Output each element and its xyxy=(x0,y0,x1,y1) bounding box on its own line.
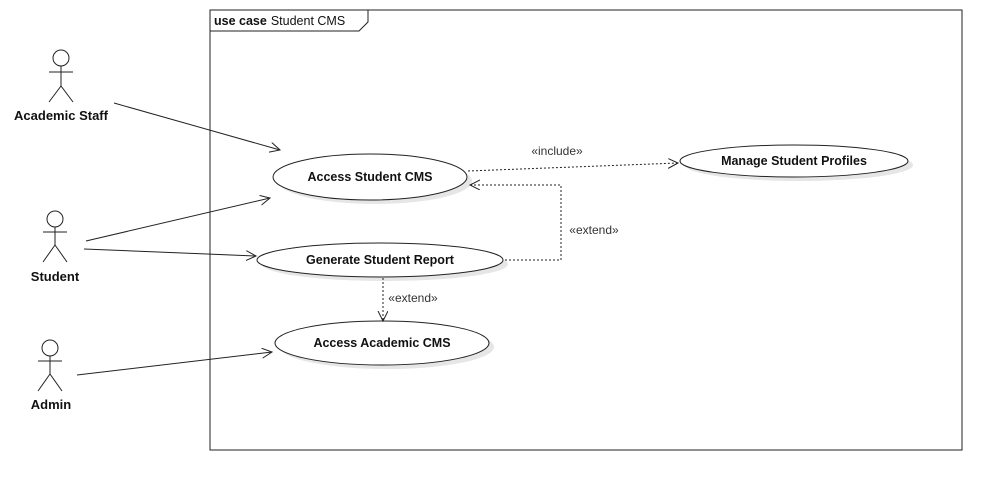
actor-label: Admin xyxy=(31,397,72,412)
association-academic-staff-access-student-cms[interactable] xyxy=(113,102,280,150)
frame-title: use case Student CMS xyxy=(214,14,345,28)
usecase-generate-student-report[interactable]: Generate Student Report xyxy=(256,242,508,281)
extend-dependency-access-student-cms[interactable] xyxy=(470,185,562,261)
usecase-access-student-cms[interactable]: Access Student CMS xyxy=(272,153,472,204)
system-frame: use case Student CMS xyxy=(209,9,963,451)
stick-figure-icon xyxy=(48,49,74,103)
actor-admin[interactable]: Admin xyxy=(31,339,72,412)
usecase-access-academic-cms[interactable]: Access Academic CMS xyxy=(274,320,494,369)
association-student-generate-student-report[interactable] xyxy=(83,248,256,256)
frame-keyword: use case xyxy=(214,14,267,28)
usecase-label: Access Student CMS xyxy=(307,170,432,184)
actor-academic-staff[interactable]: Academic Staff xyxy=(14,49,109,123)
actor-label: Academic Staff xyxy=(14,108,109,123)
association-student-access-student-cms[interactable] xyxy=(85,198,270,242)
usecase-label: Generate Student Report xyxy=(306,253,455,267)
include-dependency[interactable] xyxy=(467,163,678,172)
include-label: «include» xyxy=(531,144,583,158)
frame-name: Student CMS xyxy=(271,14,345,28)
extend-label: «extend» xyxy=(388,291,438,305)
extend-label: «extend» xyxy=(569,223,619,237)
stick-figure-icon xyxy=(42,210,68,263)
association-admin-access-academic-cms[interactable] xyxy=(76,352,272,376)
actor-student[interactable]: Student xyxy=(31,210,80,284)
stick-figure-icon xyxy=(37,339,63,392)
actor-label: Student xyxy=(31,269,80,284)
usecase-label: Access Academic CMS xyxy=(313,336,450,350)
usecase-manage-student-profiles[interactable]: Manage Student Profiles xyxy=(679,144,913,181)
usecase-label: Manage Student Profiles xyxy=(721,154,867,168)
